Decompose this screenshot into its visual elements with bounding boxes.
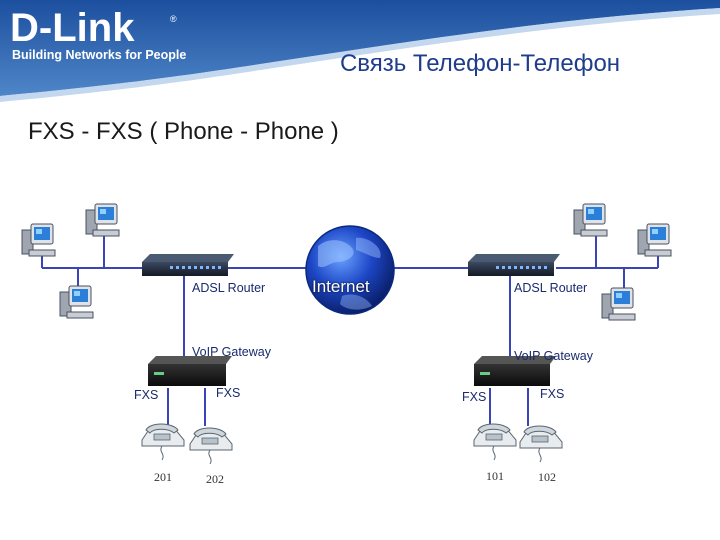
left-pc-1 bbox=[21, 223, 56, 257]
brand-logo: D-Link ® Building Networks for People bbox=[4, 4, 187, 64]
right-voip-gateway-icon bbox=[474, 356, 556, 386]
phone-201-number: 201 bbox=[154, 470, 172, 484]
left-pc-3 bbox=[59, 285, 94, 319]
phone-101-icon bbox=[473, 423, 517, 461]
right-fxs-port-2-label: FXS bbox=[540, 387, 565, 401]
left-gateway-label: VoIP Gateway bbox=[192, 345, 271, 359]
logo-tagline: Building Networks for People bbox=[12, 48, 187, 62]
left-router-icon bbox=[142, 254, 234, 276]
right-router-label: ADSL Router bbox=[514, 281, 588, 295]
left-pc-2 bbox=[85, 203, 120, 237]
left-router-label: ADSL Router bbox=[192, 281, 266, 295]
registered-mark: ® bbox=[170, 14, 177, 24]
phone-202-number: 202 bbox=[206, 472, 224, 486]
phone-101-number: 101 bbox=[486, 469, 504, 483]
left-fxs-port-2-label: FXS bbox=[216, 386, 241, 400]
left-voip-gateway-icon bbox=[148, 356, 232, 386]
slide-title: Связь Телефон-Телефон bbox=[339, 50, 621, 77]
internet-globe-icon bbox=[305, 225, 395, 315]
diagram-title: FXS - FXS ( Phone - Phone ) bbox=[28, 118, 339, 145]
right-pc-1 bbox=[573, 203, 608, 237]
right-fxs-port-1-label: FXS bbox=[462, 390, 487, 404]
phone-201-icon bbox=[141, 423, 185, 461]
right-pc-2 bbox=[637, 223, 672, 257]
phone-102-number: 102 bbox=[538, 470, 556, 484]
logo-wordmark: D-Link bbox=[10, 6, 135, 50]
internet-label: Internet bbox=[312, 277, 370, 296]
left-fxs-port-1-label: FXS bbox=[134, 388, 159, 402]
phone-102-icon bbox=[519, 425, 563, 463]
right-pc-3 bbox=[601, 287, 636, 321]
header-band bbox=[0, 0, 720, 102]
right-router-icon bbox=[468, 254, 560, 276]
right-gateway-label: VoIP Gateway bbox=[514, 349, 593, 363]
phone-202-icon bbox=[189, 427, 233, 465]
